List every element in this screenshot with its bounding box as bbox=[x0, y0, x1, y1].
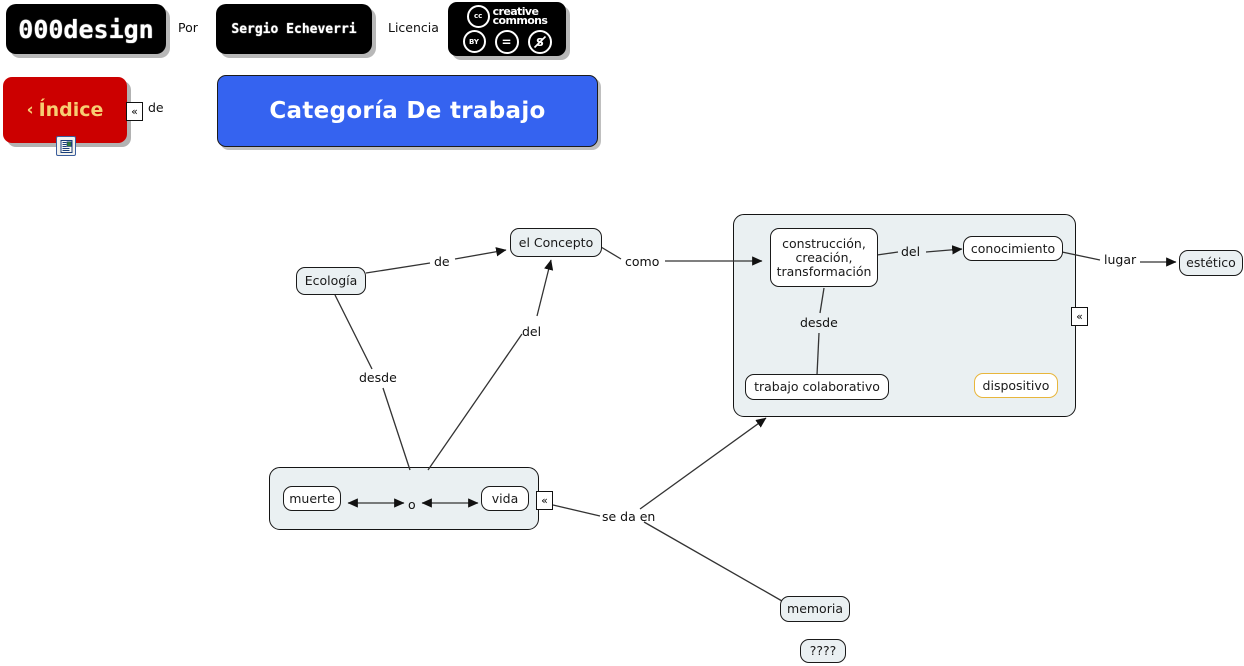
indice-button[interactable]: ‹ Índice bbox=[3, 77, 127, 143]
cc-word-commons: commons bbox=[492, 14, 548, 27]
node-muerte-label: muerte bbox=[289, 490, 335, 506]
author-badge[interactable]: Sergio Echeverri bbox=[216, 4, 372, 54]
node-memoria-label: memoria bbox=[787, 601, 843, 616]
node-o-label: o bbox=[408, 497, 416, 512]
node-trabajo-colaborativo-label: trabajo colaborativo bbox=[754, 379, 880, 394]
back-chevron-icon: ‹ bbox=[26, 100, 34, 120]
node-el-concepto-label: el Concepto bbox=[518, 234, 594, 250]
brand-badge[interactable]: 000design bbox=[6, 4, 166, 54]
link-label-construccion-trabajo[interactable]: desde bbox=[800, 315, 838, 330]
cc-by-text: BY bbox=[468, 37, 480, 46]
cc-nc-glyph: S bbox=[533, 35, 546, 49]
node-construccion-label: construcción,creación,transformación bbox=[776, 235, 872, 279]
link-label-conocimiento-estetico[interactable]: lugar bbox=[1104, 252, 1137, 267]
cc-by-icon: BY bbox=[462, 30, 486, 53]
group-dispositivo-collapse-marker[interactable]: « bbox=[1071, 307, 1088, 326]
node-estetico-label: estético bbox=[1186, 255, 1236, 270]
cc-nc-icon: S bbox=[527, 29, 552, 54]
node-estetico[interactable]: estético bbox=[1179, 250, 1243, 276]
cc-logo-icon: cc creative commons BY = S bbox=[448, 2, 566, 56]
node-muerte[interactable]: muerte bbox=[283, 486, 341, 511]
node-vida[interactable]: vida bbox=[481, 486, 529, 511]
node-conocimiento-label: conocimiento bbox=[970, 240, 1056, 256]
cc-nd-icon: = bbox=[494, 29, 519, 54]
cc-nd-text: = bbox=[501, 34, 512, 49]
author-label: Sergio Echeverri bbox=[231, 21, 357, 37]
node-trabajo-colaborativo[interactable]: trabajo colaborativo bbox=[745, 374, 889, 400]
link-label-vida-concepto[interactable]: del bbox=[522, 324, 542, 339]
header-link-por-label: Por bbox=[178, 20, 198, 35]
link-label-concepto-grupo[interactable]: como bbox=[625, 254, 660, 269]
link-label-ecologia-vida[interactable]: desde bbox=[359, 370, 397, 385]
brand-label: 000design bbox=[18, 14, 154, 44]
cc-mark-text: cc bbox=[473, 12, 483, 20]
header-link-licencia-label: Licencia bbox=[388, 20, 439, 35]
link-label-vida-grupo[interactable]: se da en bbox=[602, 509, 656, 524]
group-vida-muerte-collapse-marker[interactable]: « bbox=[536, 491, 553, 510]
node-memoria[interactable]: memoria bbox=[780, 596, 850, 622]
node-construccion-creacion-transformacion[interactable]: construcción,creación,transformación bbox=[770, 228, 878, 287]
link-label-construccion-conocimiento[interactable]: del bbox=[901, 244, 921, 259]
document-image-icon[interactable] bbox=[56, 136, 76, 156]
cc-word-creative: creative bbox=[492, 5, 539, 18]
cc-mark-icon: cc bbox=[466, 4, 490, 28]
node-ecologia[interactable]: Ecología bbox=[296, 267, 366, 295]
node-dispositivo[interactable]: dispositivo bbox=[974, 373, 1058, 398]
node-unknown-label: ???? bbox=[809, 643, 837, 658]
indice-collapse-marker[interactable]: « bbox=[126, 102, 143, 121]
indice-label: Índice bbox=[38, 99, 104, 121]
page-title: Categoría De trabajo bbox=[269, 98, 546, 124]
creative-commons-badge[interactable]: cc creative commons BY = S bbox=[448, 2, 566, 56]
node-dispositivo-label: dispositivo bbox=[982, 377, 1050, 393]
node-vida-label: vida bbox=[491, 490, 519, 506]
category-title-box[interactable]: Categoría De trabajo bbox=[217, 75, 598, 147]
node-unknown[interactable]: ???? bbox=[800, 639, 846, 663]
node-conocimiento[interactable]: conocimiento bbox=[963, 236, 1063, 261]
link-label-ecologia-concepto[interactable]: de bbox=[434, 254, 450, 269]
node-ecologia-label: Ecología bbox=[304, 273, 358, 288]
indice-to-category-label: de bbox=[148, 100, 164, 115]
node-el-concepto[interactable]: el Concepto bbox=[510, 228, 602, 257]
